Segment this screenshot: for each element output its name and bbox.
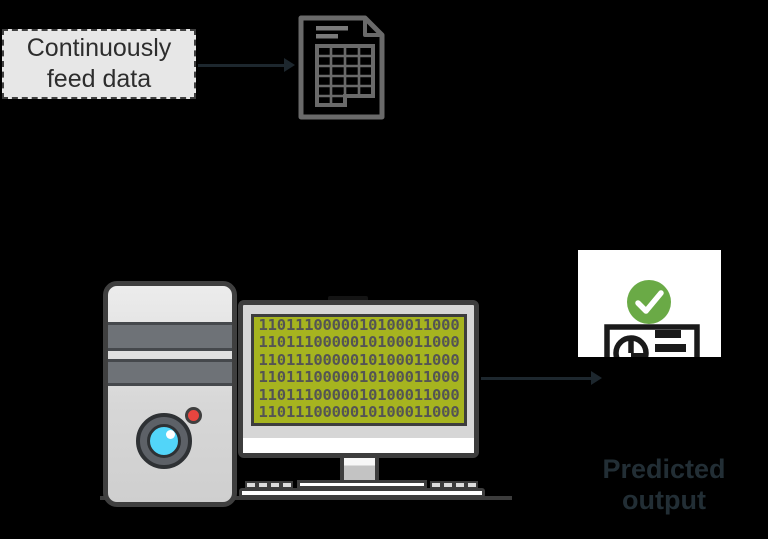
desk-line	[100, 496, 512, 500]
computer-tower-icon	[103, 281, 237, 507]
keyboard-icon	[239, 488, 485, 498]
binary-line: 1101110000010100011000	[258, 350, 460, 369]
report-text-bar	[655, 330, 681, 338]
monitor-chin	[243, 438, 474, 453]
arrow-feed-to-file-head	[284, 58, 295, 72]
checkmark-icon	[635, 290, 664, 314]
spreadsheet-file-icon	[298, 15, 385, 120]
report-text-bar	[655, 344, 686, 352]
monitor-screen: 1101110000010100011000 11011100000101000…	[251, 314, 467, 426]
report-with-checkmark-icon	[604, 280, 700, 357]
arrow-computer-to-output	[481, 377, 591, 380]
binary-line: 1101110000010100011000	[258, 316, 460, 334]
power-button-lens	[147, 424, 181, 458]
monitor-icon: 1101110000010100011000 11011100000101000…	[238, 300, 479, 458]
power-button-glint	[166, 430, 175, 439]
keyboard-long-key	[297, 480, 427, 489]
predicted-output-label: Predicted output	[564, 454, 764, 516]
predicted-output-line2: output	[622, 485, 706, 515]
feed-data-label-line2: feed data	[46, 65, 152, 93]
arrow-feed-to-file	[198, 64, 284, 67]
predicted-output-line1: Predicted	[602, 454, 726, 484]
pie-slice	[631, 353, 646, 357]
tower-vent-stripe	[108, 359, 232, 386]
binary-line: 1101110000010100011000	[258, 333, 460, 352]
arrow-computer-to-output-head	[591, 371, 602, 385]
doc-table-grid	[317, 46, 373, 105]
power-led-icon	[185, 407, 202, 424]
power-button-icon	[136, 413, 192, 469]
binary-line: 1101110000010100011000	[258, 403, 460, 422]
doc-text-line	[316, 34, 338, 39]
binary-line: 1101110000010100011000	[258, 385, 460, 404]
predicted-output-card	[578, 250, 721, 357]
tower-vent-stripe	[108, 322, 232, 351]
check-circle-icon	[627, 280, 671, 324]
monitor-top-tab	[328, 296, 368, 302]
feed-data-label-line1: Continuously	[26, 34, 172, 62]
doc-text-line	[316, 26, 348, 31]
feed-data-label-box: Continuously feed data	[2, 29, 196, 99]
binary-line: 1101110000010100011000	[258, 368, 460, 387]
